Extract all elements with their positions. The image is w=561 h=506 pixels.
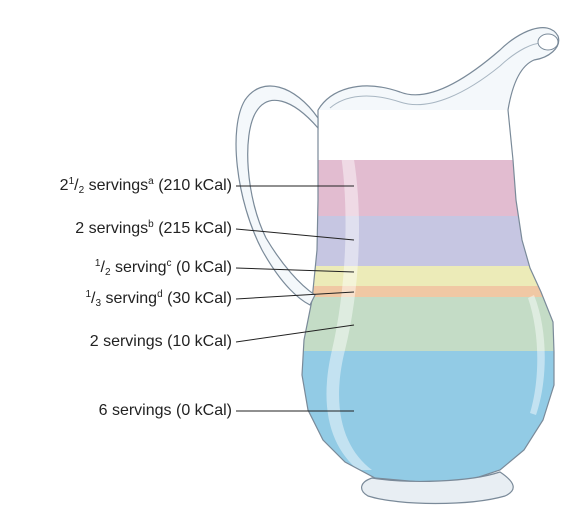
label-6-whole: 6 xyxy=(98,402,108,419)
label-layer-3: 1/2 servingc (0 kCal) xyxy=(94,258,232,278)
pitcher-body-outline xyxy=(301,109,555,483)
label-1-note: a xyxy=(148,176,154,187)
label-layer-5: 2 servings (10 kCal) xyxy=(90,333,232,351)
label-3-kcal: (0 kCal) xyxy=(175,259,232,276)
glass-highlight xyxy=(326,148,372,470)
label-6-text: servings xyxy=(111,402,172,419)
leader-line-3 xyxy=(235,267,355,273)
label-4-note: d xyxy=(157,289,163,300)
label-1-whole: 2 xyxy=(59,177,69,194)
label-4-text: serving xyxy=(105,290,158,307)
pitcher-rim xyxy=(317,27,560,111)
leader-line-2 xyxy=(235,228,355,241)
leader-line-4 xyxy=(235,291,355,300)
pitcher-rim-inner xyxy=(329,42,546,109)
label-3-text: serving xyxy=(114,259,167,276)
label-layer-4: 1/3 servingd (30 kCal) xyxy=(85,289,232,309)
label-1-den: 2 xyxy=(78,185,85,196)
label-1-num: 1 xyxy=(68,176,75,187)
label-layer-1: 21/2 servingsa (210 kCal) xyxy=(59,176,232,196)
pitcher-handle xyxy=(235,85,319,306)
label-5-text: servings xyxy=(103,333,163,350)
label-2-text: servings xyxy=(88,220,149,237)
liquid-layers xyxy=(302,160,554,482)
label-3-note: c xyxy=(166,258,172,269)
label-6-kcal: (0 kCal) xyxy=(175,402,232,419)
leader-lines xyxy=(235,185,355,412)
layer-2 xyxy=(302,216,554,266)
layer-5 xyxy=(302,297,554,351)
layer-3 xyxy=(302,266,554,286)
label-1-kcal: (210 kCal) xyxy=(158,177,232,194)
label-1-text: servings xyxy=(88,177,149,194)
pitcher-base xyxy=(361,471,514,505)
label-2-whole: 2 xyxy=(75,220,85,237)
label-5-kcal: (10 kCal) xyxy=(167,333,232,350)
label-4-num: 1 xyxy=(85,289,92,300)
label-2-note: b xyxy=(148,219,154,230)
label-layer-2: 2 servingsb (215 kCal) xyxy=(75,220,232,238)
layer-1 xyxy=(302,160,554,216)
label-2-kcal: (215 kCal) xyxy=(158,220,232,237)
label-5-whole: 2 xyxy=(89,333,99,350)
spout-lip xyxy=(537,33,559,51)
label-layer-6: 6 servings (0 kCal) xyxy=(99,402,232,420)
leader-line-5 xyxy=(235,324,355,343)
label-4-den: 3 xyxy=(95,298,102,309)
label-3-den: 2 xyxy=(104,267,111,278)
label-4-kcal: (30 kCal) xyxy=(167,290,232,307)
label-3-num: 1 xyxy=(94,258,101,269)
glass-highlight-right xyxy=(528,295,545,415)
layer-4 xyxy=(302,286,554,297)
